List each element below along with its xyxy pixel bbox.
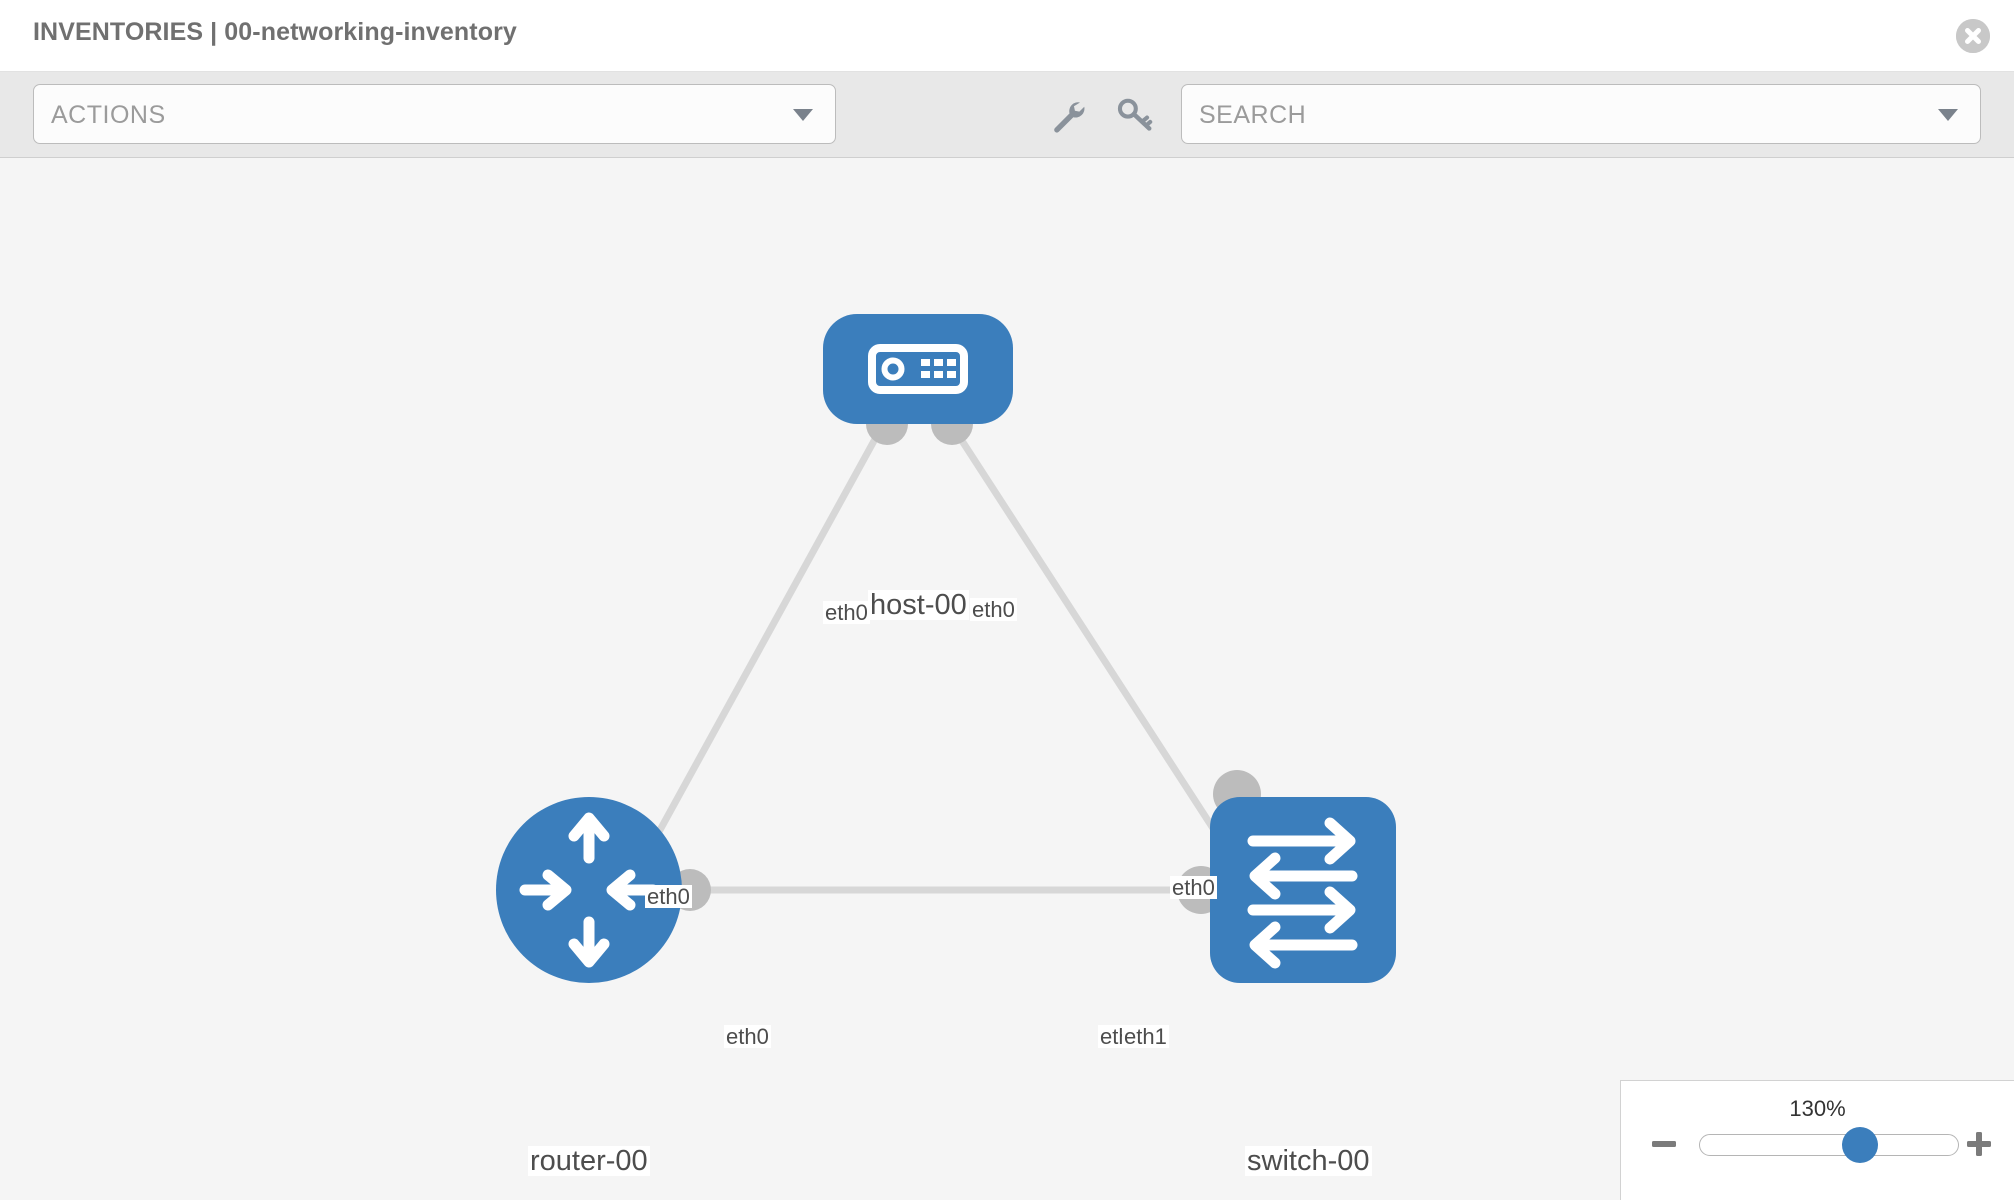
page-header: INVENTORIES | 00-networking-inventory xyxy=(0,0,2014,72)
topology-links xyxy=(634,428,1243,894)
zoom-in-button[interactable] xyxy=(1964,1129,1994,1159)
minus-icon xyxy=(1652,1141,1676,1147)
topology-canvas[interactable]: host-00 router-00 switch-00 eth0 eth0 et… xyxy=(0,158,2014,1200)
actions-dropdown-label: ACTIONS xyxy=(51,101,166,129)
node-host-00[interactable] xyxy=(823,314,1013,424)
link-host00-router00[interactable] xyxy=(634,428,884,872)
page-title: INVENTORIES | 00-networking-inventory xyxy=(33,18,517,46)
search-input[interactable]: SEARCH xyxy=(1181,84,1981,144)
actions-dropdown[interactable]: ACTIONS xyxy=(33,84,836,144)
node-switch-00[interactable] xyxy=(1210,797,1396,983)
key-icon xyxy=(1117,98,1153,131)
interface-label-host00-left: eth0 xyxy=(823,600,870,625)
topology-graph xyxy=(496,314,1396,983)
link-host00-switch00[interactable] xyxy=(952,428,1243,872)
interface-label-host00-right: eth0 xyxy=(970,597,1017,622)
zoom-slider-track[interactable] xyxy=(1699,1134,1959,1156)
interface-label-router00-north: eth0 xyxy=(645,884,692,909)
node-router-00[interactable] xyxy=(496,797,682,983)
switch-arrows-icon xyxy=(1247,817,1358,969)
interface-label-switch00-north: eth0 xyxy=(1170,875,1217,900)
zoom-slider-thumb[interactable] xyxy=(1842,1127,1879,1163)
node-label-router-00: router-00 xyxy=(528,1145,650,1177)
close-button[interactable] xyxy=(1956,19,1990,53)
server-icon xyxy=(868,344,968,394)
node-label-switch-00: switch-00 xyxy=(1245,1145,1372,1177)
close-circle-icon xyxy=(1956,19,1990,53)
plus-icon xyxy=(1967,1132,1991,1156)
interface-label-router00-east: eth0 xyxy=(724,1024,771,1049)
zoom-level-label: 130% xyxy=(1789,1096,1846,1121)
toolbar: ACTIONS SEARCH xyxy=(0,72,2014,158)
key-button[interactable] xyxy=(1116,96,1154,134)
interface-label-switch00-west-eth1: eth1 xyxy=(1122,1024,1169,1049)
chevron-down-icon xyxy=(793,109,813,121)
wrench-button[interactable] xyxy=(1048,96,1086,134)
wrench-icon xyxy=(1054,102,1085,133)
search-input-placeholder: SEARCH xyxy=(1199,101,1307,129)
chevron-down-icon xyxy=(1938,109,1958,121)
zoom-control-panel: 130% xyxy=(1620,1080,2014,1200)
node-label-host-00: host-00 xyxy=(868,589,969,621)
zoom-out-button[interactable] xyxy=(1649,1129,1679,1159)
